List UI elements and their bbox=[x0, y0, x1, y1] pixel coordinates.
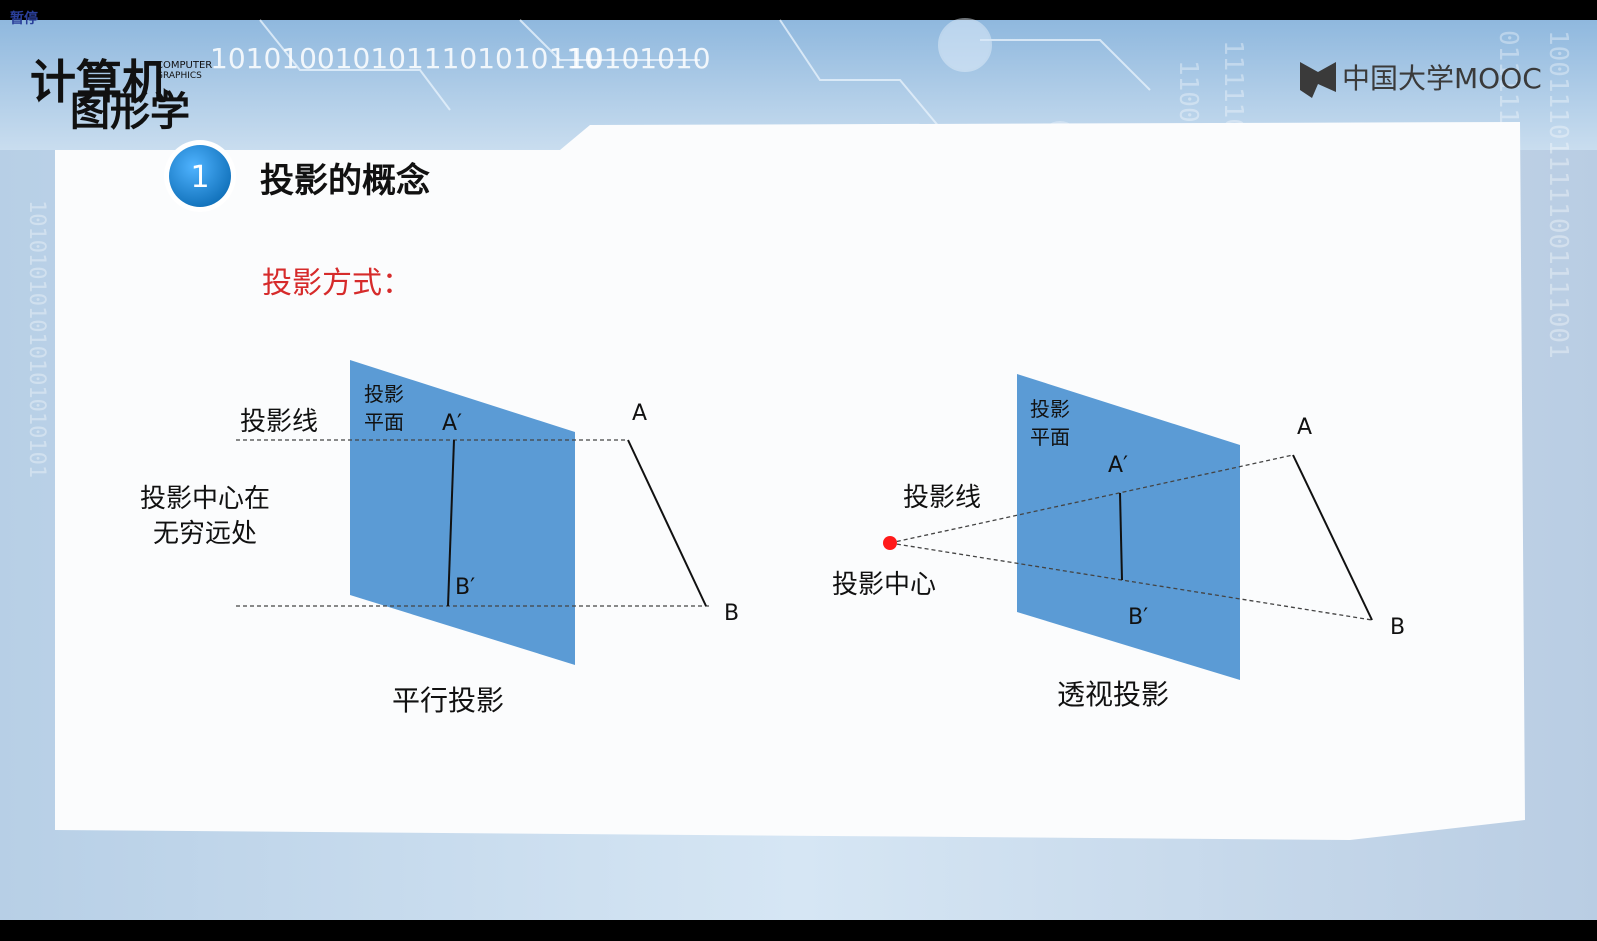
parallel-center-label-1: 投影中心在 bbox=[140, 484, 270, 514]
logo-line2: 图形学 bbox=[70, 89, 190, 135]
perspective-plane-label-1: 投影 bbox=[1030, 397, 1070, 421]
mooc-logo-icon bbox=[1300, 62, 1336, 98]
perspective-point-a-prime: A′ bbox=[1108, 453, 1128, 478]
logo-line1: 计算机 bbox=[30, 55, 168, 109]
perspective-projector-line-top bbox=[889, 454, 1294, 544]
binary-decoration-left: 101010101010101010101 bbox=[24, 200, 49, 478]
perspective-projection-plane bbox=[1017, 374, 1240, 680]
perspective-projector-line-bottom bbox=[889, 542, 1373, 621]
perspective-point-b: B bbox=[1390, 615, 1405, 640]
parallel-point-a-prime: A′ bbox=[442, 411, 462, 436]
section-header: 1 投影的概念 bbox=[164, 140, 430, 212]
section-number: 1 bbox=[190, 160, 209, 195]
parallel-projector-label: 投影线 bbox=[240, 407, 318, 437]
mooc-brand: 中国大学MOOC bbox=[1300, 62, 1542, 98]
parallel-projected-segment bbox=[447, 439, 455, 607]
parallel-projection-plane bbox=[350, 360, 575, 665]
section-number-badge bbox=[169, 145, 231, 207]
perspective-object-segment bbox=[1292, 454, 1373, 621]
parallel-point-b-prime: B′ bbox=[455, 575, 475, 600]
binary-top-2: 10101010 bbox=[568, 42, 711, 75]
subheading-projection-methods: 投影方式： bbox=[262, 266, 412, 301]
svg-text:101010101010101010101: 101010101010101010101 bbox=[24, 200, 49, 478]
perspective-point-a: A bbox=[1297, 415, 1312, 440]
perspective-caption: 透视投影 bbox=[1057, 678, 1169, 711]
perspective-center-label: 投影中心 bbox=[832, 570, 936, 600]
perspective-projected-segment bbox=[1119, 492, 1123, 581]
perspective-center-point bbox=[883, 536, 897, 550]
parallel-point-a: A bbox=[632, 401, 647, 426]
parallel-object-segment bbox=[627, 439, 707, 607]
parallel-plane-label-2: 平面 bbox=[364, 410, 404, 434]
binary-top-1: 1010100101011101010110 bbox=[210, 42, 602, 75]
parallel-projection-diagram: 投影 平面 投影线 投影中心在 无穷远处 A′ B′ A B 平行投影 bbox=[140, 360, 739, 717]
brand-name: 中国大学MOOC bbox=[1342, 62, 1542, 95]
perspective-plane-label-2: 平面 bbox=[1030, 425, 1070, 449]
perspective-projection-diagram: 投影 平面 投影线 投影中心 A′ B′ A B 透视投影 bbox=[832, 374, 1405, 711]
svg-text:100111011111001111001: 100111011111001111001 bbox=[1543, 30, 1573, 359]
parallel-center-label-2: 无穷远处 bbox=[153, 519, 257, 549]
parallel-caption: 平行投影 bbox=[392, 684, 504, 717]
logo-sub1: COMPUTER bbox=[156, 60, 212, 71]
pause-button[interactable]: 暂停 bbox=[10, 11, 38, 27]
logo-sub2: GRAPHICS bbox=[156, 71, 202, 81]
perspective-projector-label: 投影线 bbox=[903, 483, 981, 513]
parallel-plane-label-1: 投影 bbox=[364, 382, 404, 406]
section-title: 投影的概念 bbox=[260, 161, 430, 201]
parallel-point-b: B bbox=[724, 601, 739, 626]
content-panel bbox=[55, 122, 1525, 840]
perspective-point-b-prime: B′ bbox=[1128, 605, 1148, 630]
course-logo: 计算机 图形学 COMPUTER GRAPHICS bbox=[30, 55, 212, 135]
